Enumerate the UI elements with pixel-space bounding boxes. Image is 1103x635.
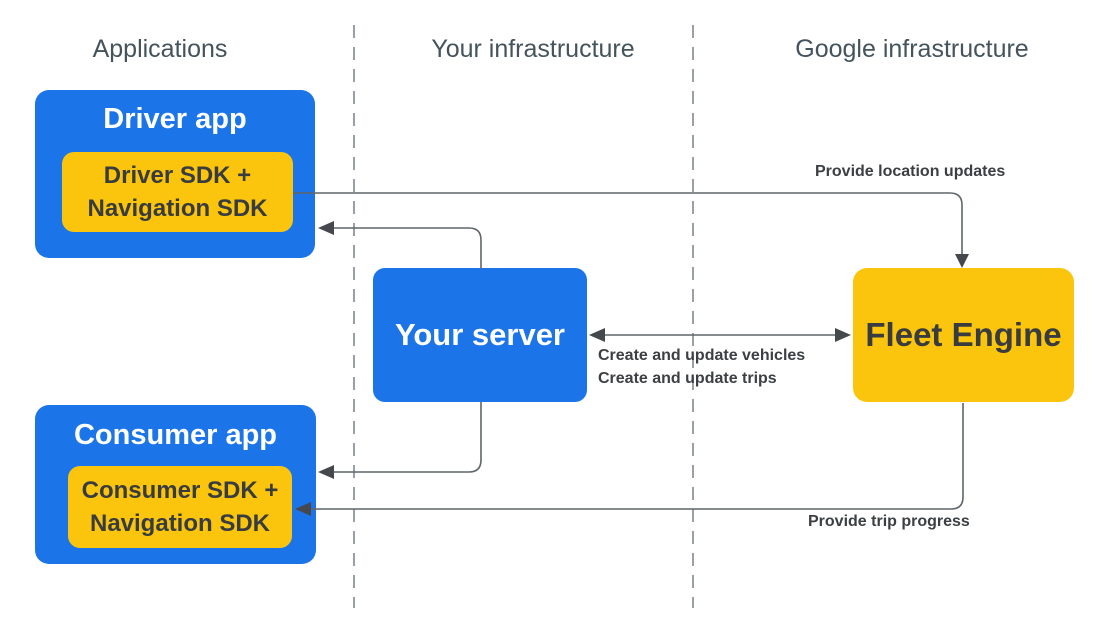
node-consumer-sdk: Consumer SDK + Navigation SDK <box>68 466 292 548</box>
column-divider-left <box>353 25 355 608</box>
column-header-your-infrastructure: Your infrastructure <box>431 35 635 63</box>
label-create-update-trips: Create and update trips <box>598 370 777 387</box>
node-fleet-engine: Fleet Engine <box>853 268 1074 402</box>
node-driver-app: Driver app Driver SDK + Navigation SDK <box>35 90 315 258</box>
arrow-trip-progress <box>295 403 964 516</box>
arrow-server-to-driver <box>318 221 482 269</box>
consumer-app-title: Consumer app <box>73 419 278 451</box>
consumer-sdk-line1: Consumer SDK + <box>81 477 279 504</box>
driver-sdk-line1: Driver SDK + <box>103 162 252 189</box>
node-your-server: Your server <box>373 268 587 402</box>
arrow-server-to-consumer <box>318 402 482 479</box>
label-create-update-vehicles: Create and update vehicles <box>598 347 806 364</box>
arrow-location-updates <box>293 192 969 268</box>
your-server-title: Your server <box>394 317 565 352</box>
column-header-google-infrastructure: Google infrastructure <box>795 35 1029 63</box>
column-divider-right <box>692 25 694 608</box>
fleet-engine-title: Fleet Engine <box>865 316 1062 353</box>
label-provide-trip-progress: Provide trip progress <box>808 513 970 530</box>
consumer-sdk-line2: Navigation SDK <box>89 510 271 537</box>
driver-app-title: Driver app <box>103 103 247 135</box>
column-header-applications: Applications <box>92 35 228 63</box>
driver-sdk-line2: Navigation SDK <box>87 195 268 222</box>
arrow-server-fleet-bidirectional <box>589 328 851 342</box>
node-driver-sdk: Driver SDK + Navigation SDK <box>62 152 293 232</box>
label-provide-location-updates: Provide location updates <box>815 163 1006 180</box>
node-consumer-app: Consumer app Consumer SDK + Navigation S… <box>35 405 316 564</box>
